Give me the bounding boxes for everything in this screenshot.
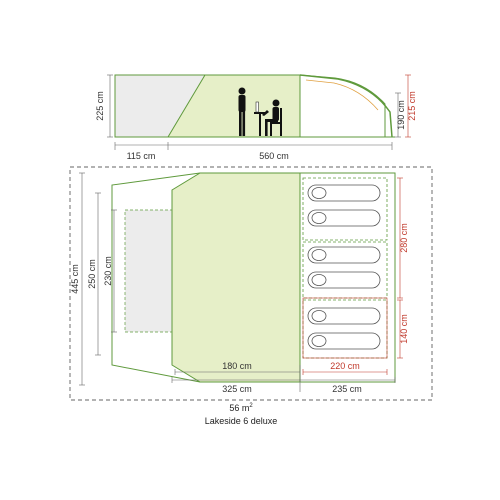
- plan-bedroom-depth: 220 cm: [330, 361, 360, 371]
- sleeping-bag-icon: [307, 246, 381, 264]
- side-length-main: 560 cm: [259, 151, 289, 161]
- sleeping-bags: [307, 184, 381, 350]
- floor-plan: 445 cm 250 cm 230 cm 280 cm 140 cm 180 c…: [69, 166, 433, 401]
- model-name: Lakeside 6 deluxe: [205, 416, 278, 426]
- bedroom-1: [302, 177, 388, 241]
- sleeping-bag-icon: [307, 271, 381, 289]
- plan-bedroom-small: 140 cm: [399, 314, 409, 344]
- plan-width-living: 250 cm: [87, 259, 97, 289]
- plan-bedroom-length: 280 cm: [399, 223, 409, 253]
- side-inner-curve: [305, 79, 379, 111]
- area-value: 56 m: [229, 403, 249, 413]
- side-height-bedroom: 190 cm: [396, 100, 406, 130]
- sleeping-bag-icon: [307, 332, 381, 350]
- plan-living-length: 325 cm: [222, 384, 252, 394]
- plan-width-porch: 230 cm: [103, 256, 113, 286]
- side-view: 225 cm 115 cm 560 cm 190 cm 215 cm: [95, 74, 417, 161]
- side-fly-curve: [299, 74, 393, 138]
- porch-area: [124, 209, 174, 333]
- side-height-peak: 215 cm: [407, 91, 417, 121]
- plan-bedroom-block: 235 cm: [332, 384, 362, 394]
- plan-width-total: 445 cm: [70, 264, 80, 294]
- sitting-person-icon: [262, 99, 282, 136]
- bedroom-red-outline: [302, 297, 388, 359]
- side-height-porch: 225 cm: [95, 91, 105, 121]
- plan-living-floor: 180 cm: [222, 361, 252, 371]
- side-width-porch: 115 cm: [127, 151, 156, 161]
- area-label: 56 m2: [229, 403, 253, 413]
- sleeping-bag-icon: [307, 209, 381, 227]
- standing-person-icon: [238, 87, 246, 136]
- table-icon: [254, 101, 266, 136]
- sleeping-bag-icon: [307, 307, 381, 325]
- area-sup: 2: [249, 403, 253, 409]
- living-area: [171, 172, 301, 383]
- side-bedroom: [299, 74, 386, 138]
- footprint-outline: [69, 166, 433, 401]
- sleeping-bag-icon: [307, 184, 381, 202]
